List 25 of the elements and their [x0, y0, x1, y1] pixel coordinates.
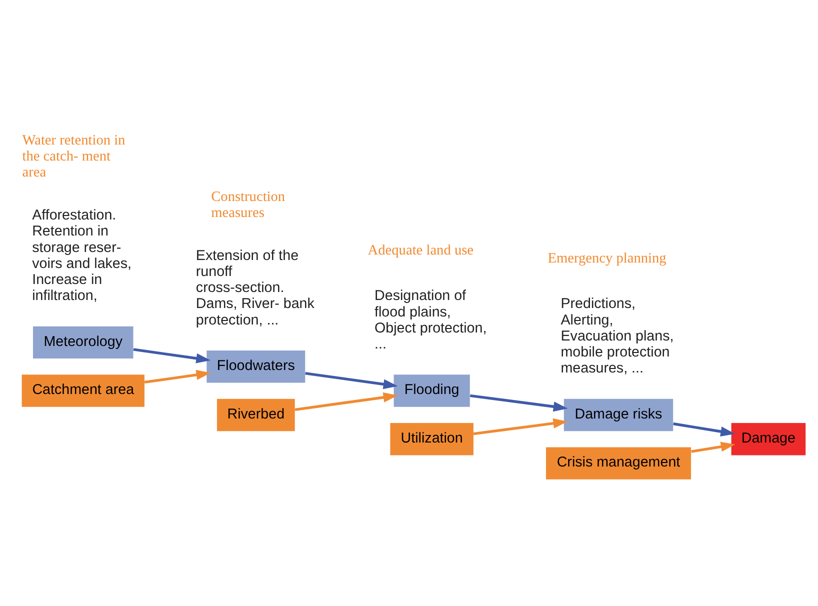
- node-box: Meteorology: [33, 326, 134, 358]
- node-box: Utilization: [390, 422, 474, 455]
- label: Emergency planning: [548, 250, 666, 266]
- arrow: [673, 422, 736, 436]
- node-box: Flooding: [394, 374, 470, 406]
- label: Extension of the runoff cross-section. Dams, River- bank protection, ...: [196, 247, 314, 328]
- node-box: Damage: [731, 422, 806, 455]
- label: Designation of flood plains, Object protection, ...: [374, 288, 487, 352]
- node-box: Crisis management: [546, 446, 691, 479]
- arrow: [473, 418, 568, 435]
- arrow: [294, 392, 398, 410]
- node-box: Riverbed: [216, 398, 295, 431]
- arrow: [691, 441, 736, 452]
- label: Adequate land use: [368, 242, 474, 258]
- label: Construction measures: [211, 188, 286, 220]
- node-box: Damage risks: [564, 398, 674, 431]
- arrow: [144, 369, 211, 384]
- label: Predictions, Alerting, Evacuation plans, mobile protection measures, ...: [560, 296, 674, 376]
- node-box: Floodwaters: [206, 350, 306, 382]
- node-box: Catchment area: [22, 374, 144, 406]
- arrow: [470, 394, 568, 412]
- arrow: [305, 372, 398, 389]
- label: Water retention in the catch- ment area: [22, 132, 126, 180]
- label: Afforestation. Retention in storage reser- voirs and lakes, Increase in infiltration,: [32, 207, 132, 304]
- arrow: [133, 348, 211, 363]
